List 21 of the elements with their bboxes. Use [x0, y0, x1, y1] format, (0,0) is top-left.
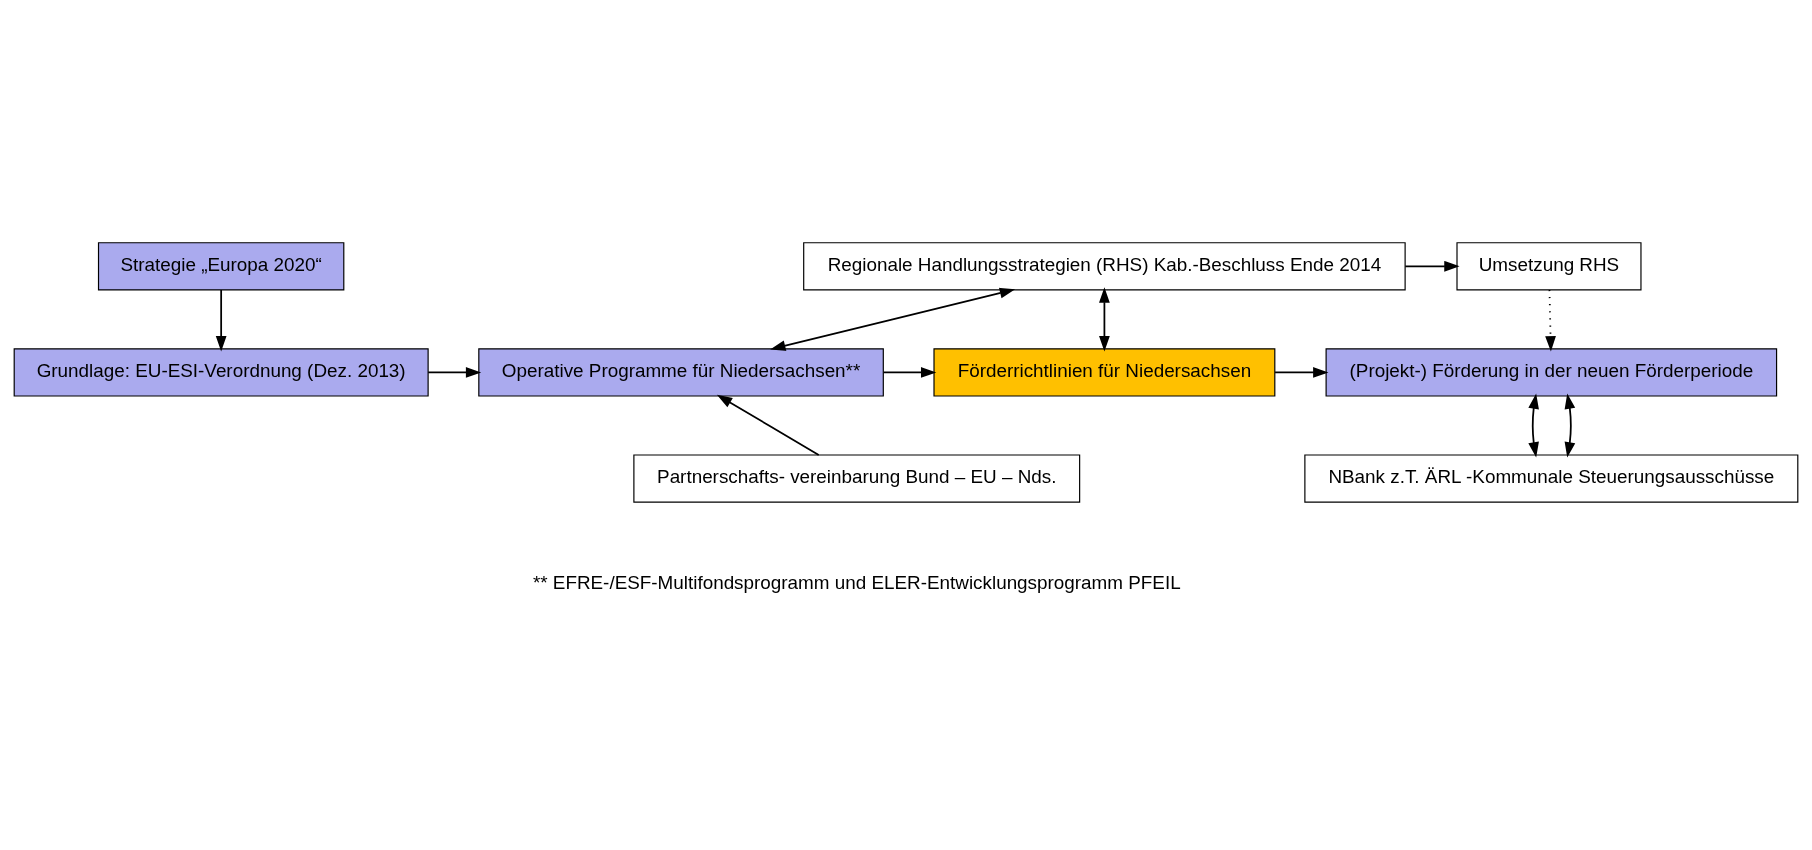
node-box: Strategie „Europa 2020“: [97, 241, 345, 290]
arrow: [770, 287, 1016, 351]
node-box: Förderrichtlinien für Niedersachsen: [933, 347, 1276, 397]
node-box: (Projekt-) Förderung in der neuen Förderperiode: [1325, 347, 1778, 397]
node-box: Operative Programme für Niedersachsen**: [478, 347, 884, 397]
arrow: [1274, 366, 1329, 378]
arrow: [1528, 392, 1539, 458]
node-box: Umsetzung RHS: [1456, 241, 1642, 290]
node-box: Regionale Handlungsstrategien (RHS) Kab.-Beschluss Ende 2014: [803, 241, 1406, 290]
arrow: [882, 366, 937, 378]
arrow: [427, 366, 482, 378]
arrow: [1545, 288, 1556, 351]
node-box: Grundlage: EU-ESI-Verordnung (Dez. 2013): [13, 347, 429, 397]
arrow: [716, 394, 820, 456]
arrow: [1404, 260, 1460, 272]
node-box: Partnerschafts- vereinbarung Bund – EU – Nds.: [633, 453, 1081, 503]
arrow: [1564, 392, 1576, 458]
label: ** EFRE-/ESF-Multifondsprogramm und ELER-Entwicklungsprogramm PFEIL: [532, 571, 1181, 593]
arrow: [215, 288, 227, 351]
node-box: NBank z.T. ÄRL -Kommunale Steuerungsausschüsse: [1304, 453, 1799, 503]
arrow: [1099, 286, 1110, 351]
